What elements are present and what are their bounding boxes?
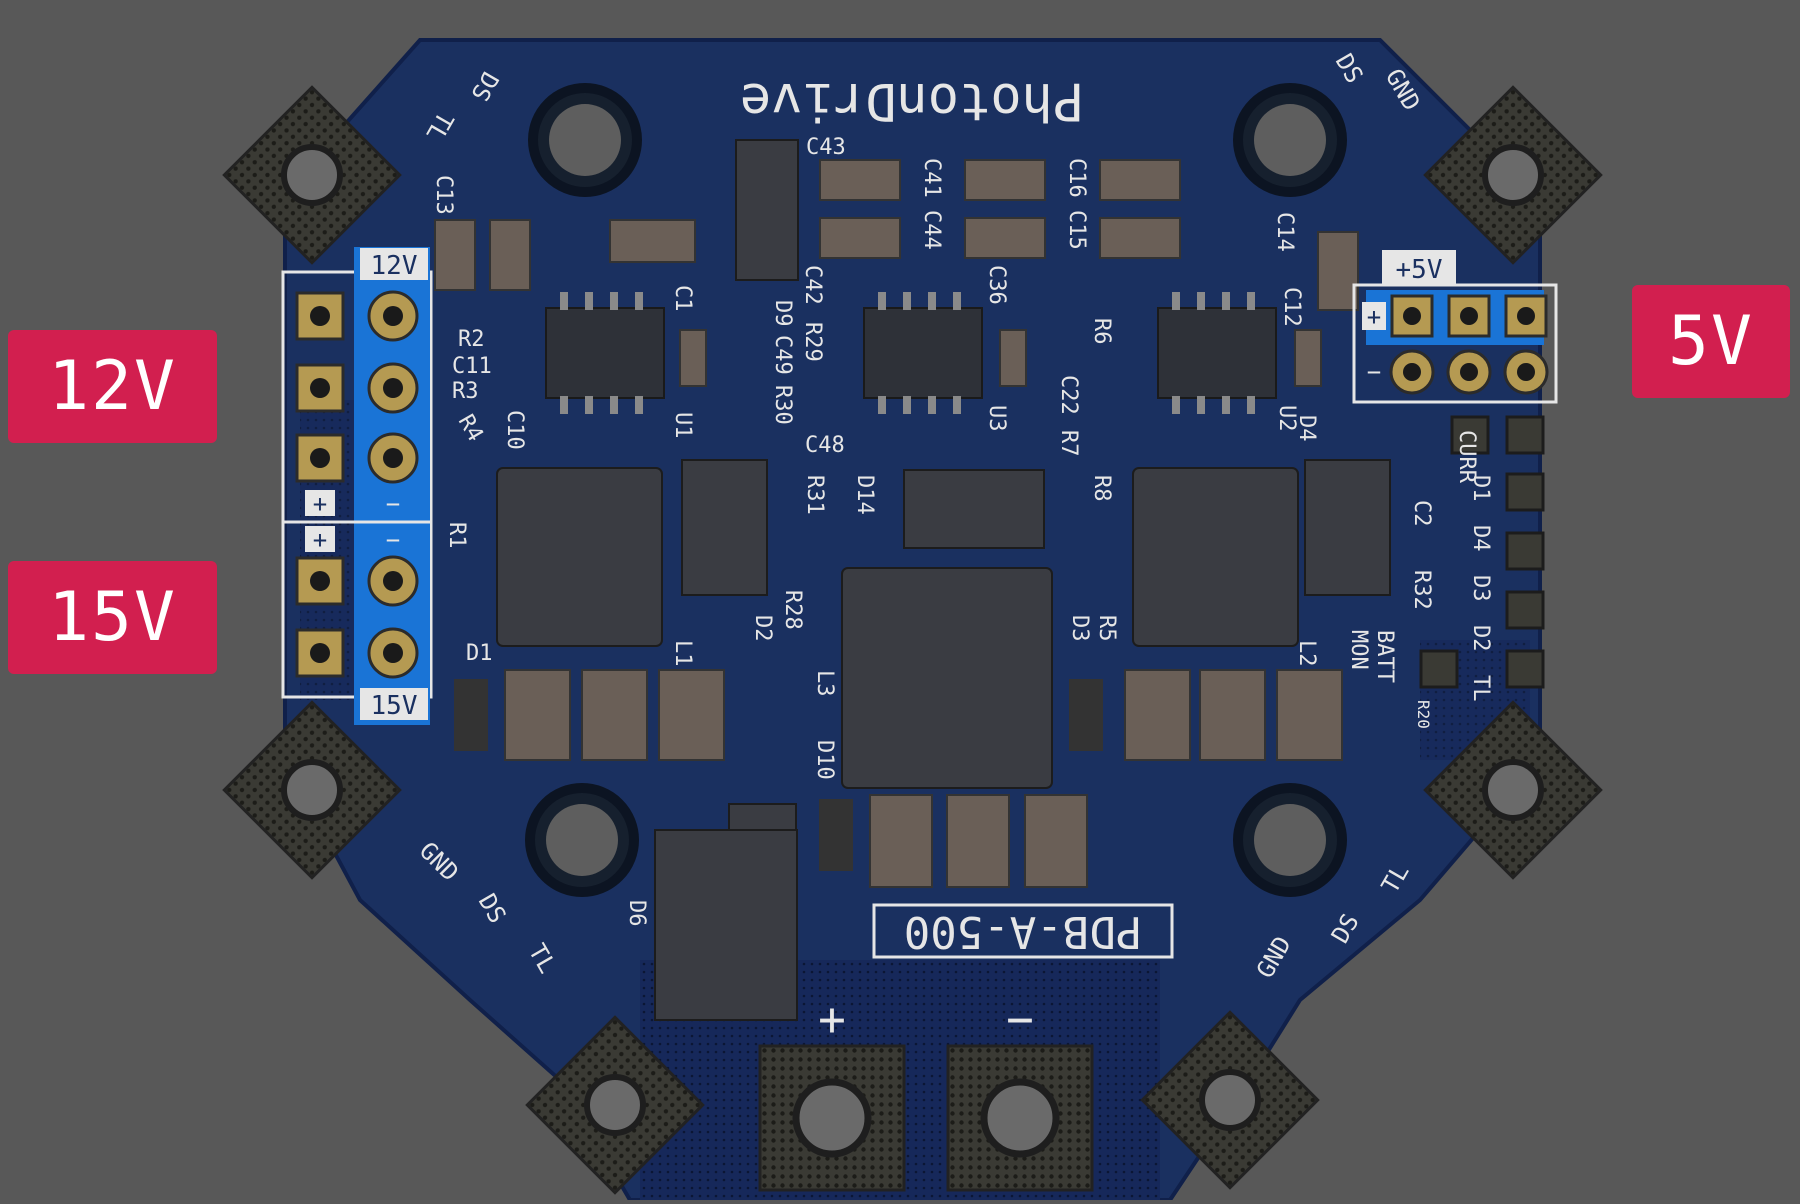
header-15v-plus: +	[313, 526, 327, 554]
ref-r28: R28	[780, 590, 805, 630]
callout-5v: 5V	[1632, 285, 1790, 398]
ref-c2: C2	[1409, 500, 1434, 527]
pad-bottom-left-lower	[525, 1015, 705, 1195]
ref-c10: C10	[502, 410, 527, 450]
ref-r31: R31	[802, 475, 827, 515]
mounting-pads	[222, 85, 1603, 1195]
ic-chips	[545, 307, 1277, 399]
part-number-silkscreen: PDB-A-500	[904, 906, 1142, 957]
left-header: 12V 15V + − + −	[281, 247, 433, 725]
header-15v-label: 15V	[371, 691, 418, 721]
signal-tl: TL	[1468, 675, 1493, 702]
power-plus-label: +	[818, 992, 846, 1046]
ref-c1: C1	[670, 285, 695, 312]
header-12v-minus: −	[386, 490, 400, 518]
header-12v-label: 12V	[371, 251, 418, 281]
ref-c11: C11	[452, 354, 492, 379]
ref-d2: D2	[750, 615, 775, 642]
ref-l2: L2	[1294, 640, 1319, 667]
signal-mon: MON	[1346, 630, 1371, 670]
ic-pins	[560, 292, 1255, 414]
pad-bottom-right	[1423, 700, 1603, 880]
ref-c15: C15	[1064, 210, 1089, 250]
power-pad-plus	[758, 1044, 906, 1192]
ref-c36: C36	[984, 265, 1009, 305]
callout-12v: 12V	[8, 330, 217, 443]
ref-r32: R32	[1409, 570, 1434, 610]
ref-r1: R1	[444, 522, 469, 549]
signal-d4: D4	[1468, 525, 1493, 552]
pad-bottom-right-lower	[1140, 1010, 1320, 1190]
ref-d4: D4	[1294, 415, 1319, 442]
callout-12v-text: 12V	[48, 347, 177, 426]
signal-d1: D1	[1468, 475, 1493, 502]
ref-r2: R2	[458, 327, 485, 352]
pad-top-left	[222, 85, 402, 265]
ref-r8: R8	[1089, 475, 1114, 502]
ref-d3: D3	[1067, 615, 1092, 642]
ref-d1: D1	[466, 641, 493, 666]
ref-c16: C16	[1064, 158, 1089, 198]
right-header: +5V + −	[1352, 250, 1558, 404]
ref-d9: D9	[770, 300, 795, 327]
signal-batt: BATT	[1372, 630, 1397, 683]
ref-c42: C42	[800, 265, 825, 305]
header-5v-plus: +	[1367, 303, 1381, 331]
ref-c48: C48	[805, 433, 845, 458]
signal-d2: D2	[1468, 625, 1493, 652]
ref-r3: R3	[452, 379, 479, 404]
ref-c22: C22	[1056, 375, 1081, 415]
ref-r20: R20	[1414, 700, 1433, 729]
brand-silkscreen: PhotonDrive	[740, 71, 1084, 131]
header-15v-minus: −	[386, 526, 400, 554]
ref-r5: R5	[1094, 615, 1119, 642]
pad-bottom-left	[222, 700, 402, 880]
ref-d14: D14	[852, 475, 877, 515]
mounting-holes	[525, 83, 1347, 897]
power-pad-minus	[946, 1044, 1094, 1192]
ref-r6: R6	[1089, 318, 1114, 345]
ref-c41: C41	[919, 158, 944, 198]
part-number-box	[872, 903, 1174, 959]
ref-c49: C49	[770, 335, 795, 375]
header-5v-minus: −	[1367, 358, 1381, 386]
ref-r7: R7	[1056, 430, 1081, 457]
ref-u2: U2	[1274, 405, 1299, 432]
ref-d6: D6	[624, 900, 649, 927]
header-12v-plus: +	[313, 490, 327, 518]
ref-l1: L1	[670, 640, 695, 667]
ref-l3: L3	[812, 670, 837, 697]
callout-5v-text: 5V	[1668, 302, 1754, 381]
ref-u1: U1	[670, 412, 695, 439]
callout-15v: 15V	[8, 561, 217, 674]
power-components	[496, 139, 1391, 1021]
ref-c43: C43	[806, 135, 846, 160]
ref-c12: C12	[1279, 287, 1304, 327]
signal-pads	[1419, 415, 1545, 689]
ref-r30: R30	[770, 385, 795, 425]
signal-d3: D3	[1468, 575, 1493, 602]
passive-components	[434, 159, 1359, 888]
ref-r29: R29	[800, 322, 825, 362]
pad-top-right	[1423, 85, 1603, 265]
power-minus-label: −	[1006, 992, 1034, 1046]
callout-15v-text: 15V	[48, 578, 177, 657]
ref-u3: U3	[984, 405, 1009, 432]
ref-c44: C44	[919, 210, 944, 250]
ref-c13: C13	[431, 175, 456, 215]
ref-c14: C14	[1272, 212, 1297, 252]
ref-d10: D10	[812, 740, 837, 780]
header-5v-label: +5V	[1396, 255, 1443, 285]
signal-curr: CURR	[1454, 430, 1479, 484]
